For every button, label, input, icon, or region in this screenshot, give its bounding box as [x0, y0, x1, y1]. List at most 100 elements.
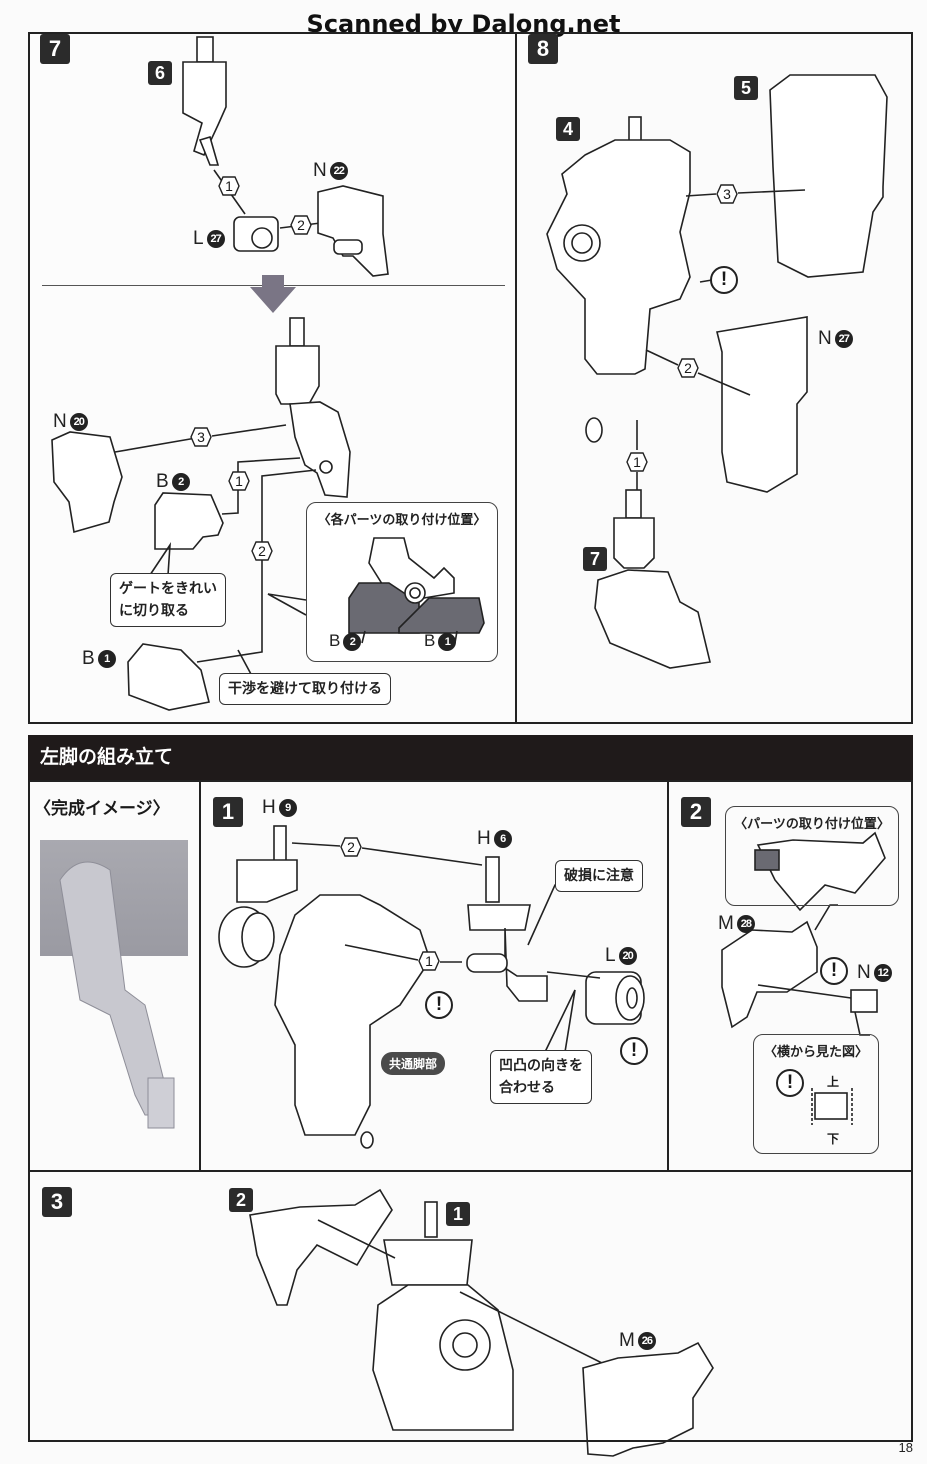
damage-caution-callout: 破損に注意 [555, 860, 643, 892]
step-8-panel: 8 [515, 32, 913, 724]
part-number-badge: 27 [834, 329, 853, 348]
part-letter: B [156, 471, 169, 492]
callout-line: に切り取る [119, 603, 189, 619]
part-l20 [585, 971, 645, 1025]
subassembly-6-ref: 6 [148, 61, 172, 85]
callout-line: 合わせる [499, 1080, 555, 1096]
callout-text: 破損に注意 [564, 868, 634, 884]
side-view-infobox: 〈横から見た図〉 上 下 [753, 1034, 879, 1154]
completion-label: 〈完成イメージ〉 [34, 799, 170, 819]
parts-position-infobox: 〈パーツの取り付け位置〉 [725, 806, 899, 906]
part-letter: N [53, 411, 67, 432]
part-letter: B [329, 631, 341, 650]
part-number-badge: 20 [618, 946, 637, 965]
warning-icon: ! [620, 1037, 648, 1065]
part-b1 [127, 643, 210, 711]
warning-icon: ! [776, 1069, 804, 1097]
part-n27 [716, 316, 808, 493]
part-letter: H [262, 797, 276, 818]
infobox-pointer [267, 593, 307, 616]
infobox-diagram [348, 537, 485, 644]
order-mark-1: 1 [418, 951, 440, 971]
part-number-badge: 27 [206, 229, 225, 248]
order-mark-2: 2 [251, 541, 273, 561]
order-mark-1: 1 [626, 452, 648, 472]
left-step-3-number: 3 [42, 1187, 72, 1217]
part-letter: N [818, 328, 832, 349]
part-letter: L [193, 228, 204, 249]
infobox-caption: 〈横から見た図〉 [763, 1045, 868, 1060]
order-mark-3: 3 [190, 427, 212, 447]
part-number-badge: 1 [438, 632, 457, 651]
part-h9 [218, 825, 298, 968]
align-orientation-callout: 凹凸の向きを 合わせる [490, 1050, 592, 1104]
order-mark-2: 2 [340, 837, 362, 857]
warning-icon: ! [710, 266, 738, 294]
infobox-caption: 〈パーツの取り付け位置〉 [734, 817, 890, 832]
completed-leg-photo [40, 840, 188, 1130]
part-letter: M [718, 913, 734, 934]
order-mark-1: 1 [218, 176, 240, 196]
part-number-badge: 6 [493, 829, 512, 848]
part-letter: M [619, 1330, 635, 1351]
left-step-1-number: 1 [213, 797, 243, 827]
align-callout-pointer [544, 989, 576, 1053]
callout-text: 干渉を避けて取り付ける [228, 681, 382, 697]
part-n22 [317, 185, 389, 277]
part-letter: B [82, 648, 95, 669]
page-number: 18 [898, 1440, 913, 1455]
order-mark-3: 3 [716, 184, 738, 204]
infobox-caption: 〈各パーツの取り付け位置〉 [317, 513, 487, 528]
order-mark-2: 2 [677, 358, 699, 378]
up-label: 上 [827, 1075, 840, 1089]
common-leg-badge: 共通脚部 [381, 1052, 446, 1075]
step-7-number: 7 [40, 34, 70, 64]
callout-line: ゲートをきれい [119, 581, 217, 597]
assembled-body-4 [546, 116, 691, 443]
part-l27 [233, 216, 279, 252]
part-letter: H [477, 828, 491, 849]
left-step-1-panel: 1 [199, 780, 669, 1172]
gate-trim-callout: ゲートをきれい に切り取る [110, 573, 226, 627]
warning-icon: ! [425, 991, 453, 1019]
part-letter: B [424, 631, 436, 650]
part-number-badge: 2 [343, 632, 362, 651]
subassembly-5-ref: 5 [734, 76, 758, 100]
avoid-interference-callout: 干渉を避けて取り付ける [219, 673, 391, 705]
part-number-badge: 28 [736, 914, 755, 933]
step-8-number: 8 [528, 34, 558, 64]
order-mark-1: 1 [228, 471, 250, 491]
left-step-2-number: 2 [681, 797, 711, 827]
subassembly-1-hip [372, 1201, 514, 1431]
part-5-cover [769, 74, 888, 278]
down-arrow-icon [250, 275, 296, 313]
part-number-badge: 12 [873, 963, 892, 982]
order-mark-2: 2 [290, 215, 312, 235]
subassembly-4-ref: 4 [556, 117, 580, 141]
leg-photo-shape [59, 861, 175, 1129]
part-m28 [721, 920, 818, 1029]
subassembly-7-ref: 7 [583, 547, 607, 571]
part-m26 [582, 1341, 714, 1457]
part-letter: L [605, 945, 616, 966]
part-h6 [466, 856, 548, 1002]
left-step-3-panel: 3 [28, 1170, 913, 1442]
part-b2 [154, 492, 224, 550]
part-letter: N [857, 962, 871, 983]
subassembly-1-ref: 1 [446, 1202, 470, 1226]
subassembly-7-foot [594, 489, 711, 669]
part-letter: N [313, 160, 327, 181]
warning-icon: ! [820, 957, 848, 985]
part-number-badge: 20 [69, 412, 88, 431]
